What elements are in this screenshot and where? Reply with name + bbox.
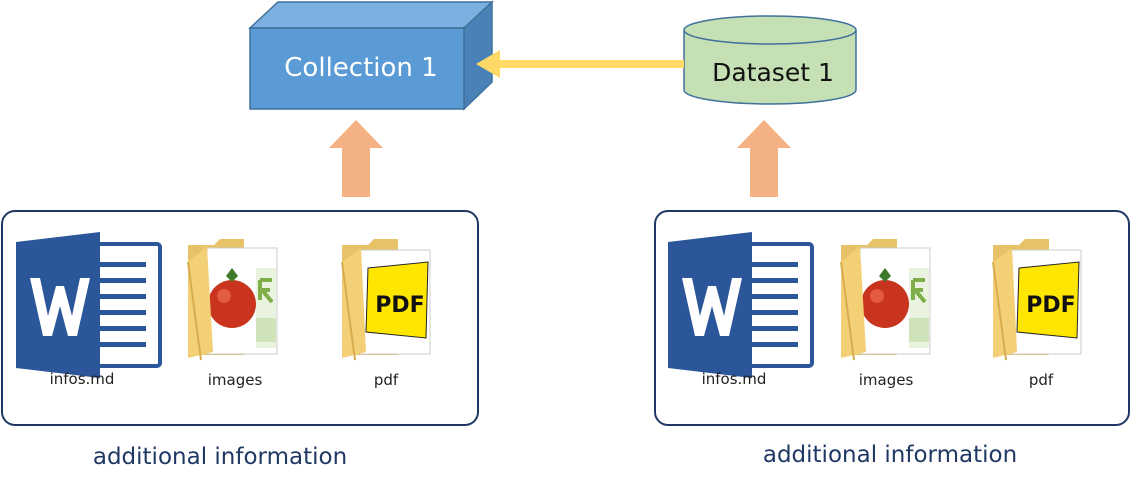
up-arrow-right	[737, 120, 791, 197]
pdf-folder-icon[interactable]: PDF	[992, 239, 1082, 361]
up-arrow-left	[329, 120, 383, 197]
file-label-infos: infos.md	[50, 370, 115, 388]
collection-label: Collection 1	[284, 53, 437, 83]
images-folder-icon[interactable]	[187, 239, 278, 361]
file-label-images: images	[208, 371, 263, 389]
file-label-pdf: pdf	[1029, 371, 1054, 389]
collection-box-front	[249, 27, 465, 110]
dataset-cylinder-top	[683, 15, 857, 45]
left-file-group: PDF infos.md images pdf	[1, 210, 479, 426]
word-document-icon[interactable]	[666, 230, 814, 380]
collection-box-top	[248, 1, 494, 29]
images-folder-icon[interactable]	[840, 239, 931, 361]
svg-text:PDF: PDF	[1026, 293, 1075, 318]
pdf-folder-icon[interactable]: PDF	[341, 239, 431, 361]
link-arrow	[476, 50, 684, 78]
svg-text:PDF: PDF	[375, 293, 424, 318]
word-document-icon[interactable]	[14, 230, 162, 380]
file-label-infos: infos.md	[702, 370, 767, 388]
left-caption: additional information	[93, 444, 347, 470]
file-label-pdf: pdf	[374, 371, 399, 389]
right-caption: additional information	[763, 442, 1017, 468]
dataset-label: Dataset 1	[712, 58, 834, 87]
right-file-group: PDF infos.md images pdf	[654, 210, 1130, 426]
dataset-cylinder: Dataset 1	[683, 15, 857, 105]
file-label-images: images	[859, 371, 914, 389]
collection-box: Collection 1	[248, 0, 494, 111]
